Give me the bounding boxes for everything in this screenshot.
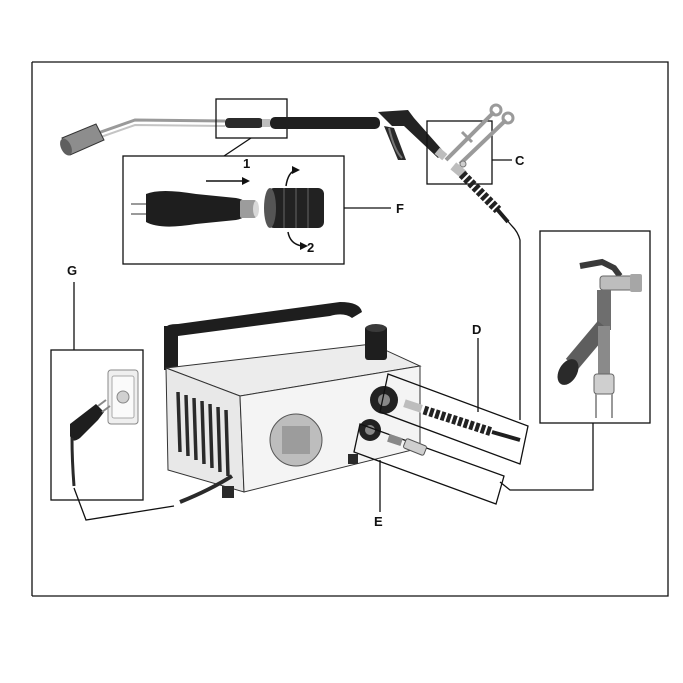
coupling-detail-icon bbox=[264, 188, 324, 228]
label-step-1: 1 bbox=[243, 156, 250, 171]
label-F: F bbox=[396, 201, 404, 216]
spray-lance-icon bbox=[60, 118, 270, 156]
label-G: G bbox=[67, 263, 77, 278]
hose-connector-icon bbox=[403, 399, 521, 442]
arrow-rotate-icon bbox=[285, 166, 308, 250]
water-supply-connection-line bbox=[499, 423, 594, 491]
box-E bbox=[353, 423, 505, 505]
box-D bbox=[379, 373, 529, 465]
pressure-washer-icon bbox=[73, 302, 422, 521]
water-inlet-icon bbox=[387, 434, 427, 456]
box-C bbox=[426, 120, 493, 185]
arrow-push-icon bbox=[206, 177, 250, 185]
label-E: E bbox=[374, 514, 383, 529]
water-tap-icon bbox=[557, 258, 642, 418]
hose-icon bbox=[450, 162, 521, 420]
inset-F bbox=[122, 155, 345, 265]
power-plug-icon bbox=[70, 399, 111, 487]
gun-handle-detail-icon bbox=[131, 191, 259, 227]
trigger-gun-icon bbox=[270, 110, 448, 161]
wrench-icon bbox=[444, 103, 515, 168]
label-D: D bbox=[472, 322, 481, 337]
connector-leader bbox=[223, 137, 252, 157]
wall-socket-icon bbox=[107, 369, 139, 425]
label-step-2: 2 bbox=[307, 240, 314, 255]
inset-G bbox=[50, 349, 144, 501]
label-C: C bbox=[515, 153, 525, 168]
inset-water-tap bbox=[539, 230, 651, 424]
outer-frame bbox=[31, 61, 669, 597]
